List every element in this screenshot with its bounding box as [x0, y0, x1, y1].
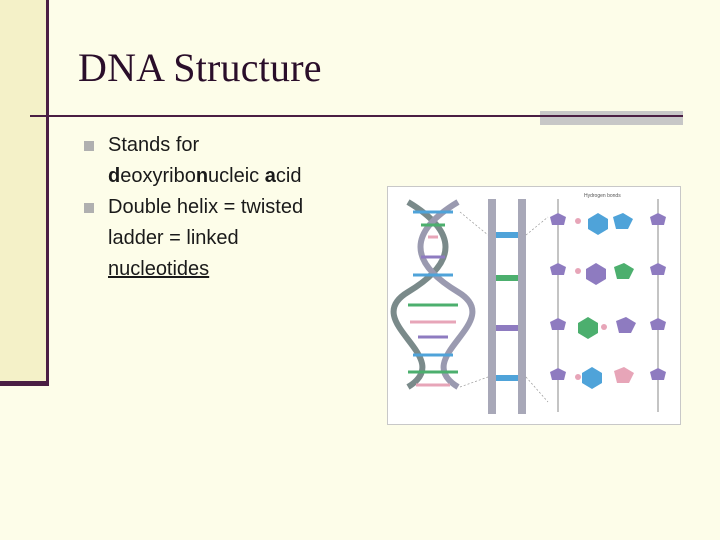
highlight-letter: a	[264, 165, 276, 187]
slide-title: DNA Structure	[78, 45, 322, 90]
bullet-square-icon	[84, 141, 94, 151]
title-underline	[30, 115, 680, 117]
bullet-text-link: nucleotides	[108, 258, 210, 280]
dna-structure-figure: Hydrogen bonds	[387, 186, 681, 425]
text-fragment: eoxyribo	[120, 165, 196, 187]
text-fragment: ucleic	[208, 165, 265, 187]
nucleotide-detail: Hydrogen bonds	[550, 193, 666, 412]
bullet-list: Stands for deoxyribonucleic acid Double …	[84, 130, 374, 285]
base-pair-3	[550, 317, 666, 339]
base-pair-2	[550, 263, 666, 285]
base-pair-1	[550, 213, 666, 235]
highlight-letter: n	[195, 165, 209, 187]
text-fragment: cid	[275, 165, 302, 187]
figure-header-label: Hydrogen bonds	[584, 193, 621, 199]
bullet-square-icon	[84, 203, 94, 213]
left-accent-foot	[0, 381, 49, 386]
bullet-text: Stands for	[108, 134, 200, 156]
title-underline-accent	[540, 111, 683, 125]
bullet-text: Double helix = twisted	[108, 196, 304, 218]
title-underline-accent-line	[540, 115, 683, 117]
bullet-item: Stands for deoxyribonucleic acid	[84, 130, 374, 192]
dna-diagram: Hydrogen bonds	[390, 193, 666, 414]
left-accent-bar	[0, 0, 46, 382]
bullet-item: Double helix = twisted ladder = linked n…	[84, 192, 374, 285]
double-helix	[390, 199, 476, 390]
left-accent-line	[46, 0, 49, 386]
base-pair-4	[550, 367, 666, 389]
bullet-text-continued: ladder = linked	[108, 227, 239, 249]
bullet-text-continued: deoxyribonucleic acid	[108, 161, 374, 192]
ladder-diagram	[459, 199, 549, 414]
highlight-letter: d	[108, 165, 121, 187]
